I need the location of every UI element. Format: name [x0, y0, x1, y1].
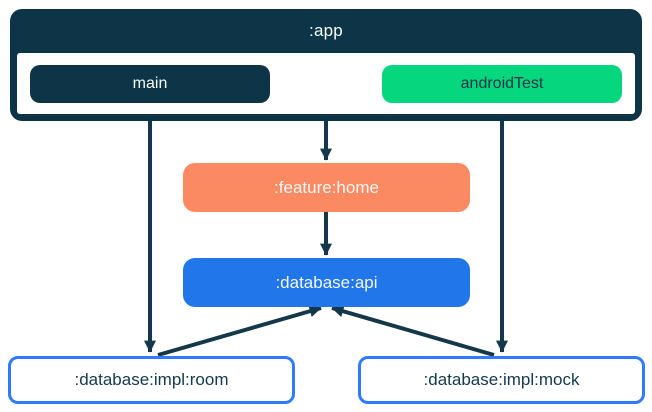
module-app-source-sets: main androidTest: [17, 53, 635, 114]
source-set-androidtest-label: androidTest: [460, 75, 544, 92]
module-database-impl-room-label: :database:impl:room: [74, 370, 229, 389]
source-set-main: main: [30, 65, 270, 103]
source-set-androidtest: androidTest: [382, 65, 622, 103]
arrow-database-impl-mock-to-database-api: [331, 305, 495, 357]
module-database-api-label: :database:api: [275, 272, 378, 292]
module-app-container: :app main androidTest: [10, 9, 642, 121]
module-database-impl-mock: :database:impl:mock: [358, 356, 645, 404]
module-database-impl-mock-label: :database:impl:mock: [423, 370, 580, 389]
module-feature-home-label: :feature:home: [274, 177, 379, 197]
module-database-impl-room: :database:impl:room: [8, 356, 295, 404]
arrow-database-impl-room-to-database-api: [157, 305, 322, 357]
module-database-api: :database:api: [183, 258, 470, 307]
module-feature-home: :feature:home: [183, 163, 470, 212]
source-set-main-label: main: [132, 75, 168, 92]
module-app-label: :app: [309, 21, 343, 40]
